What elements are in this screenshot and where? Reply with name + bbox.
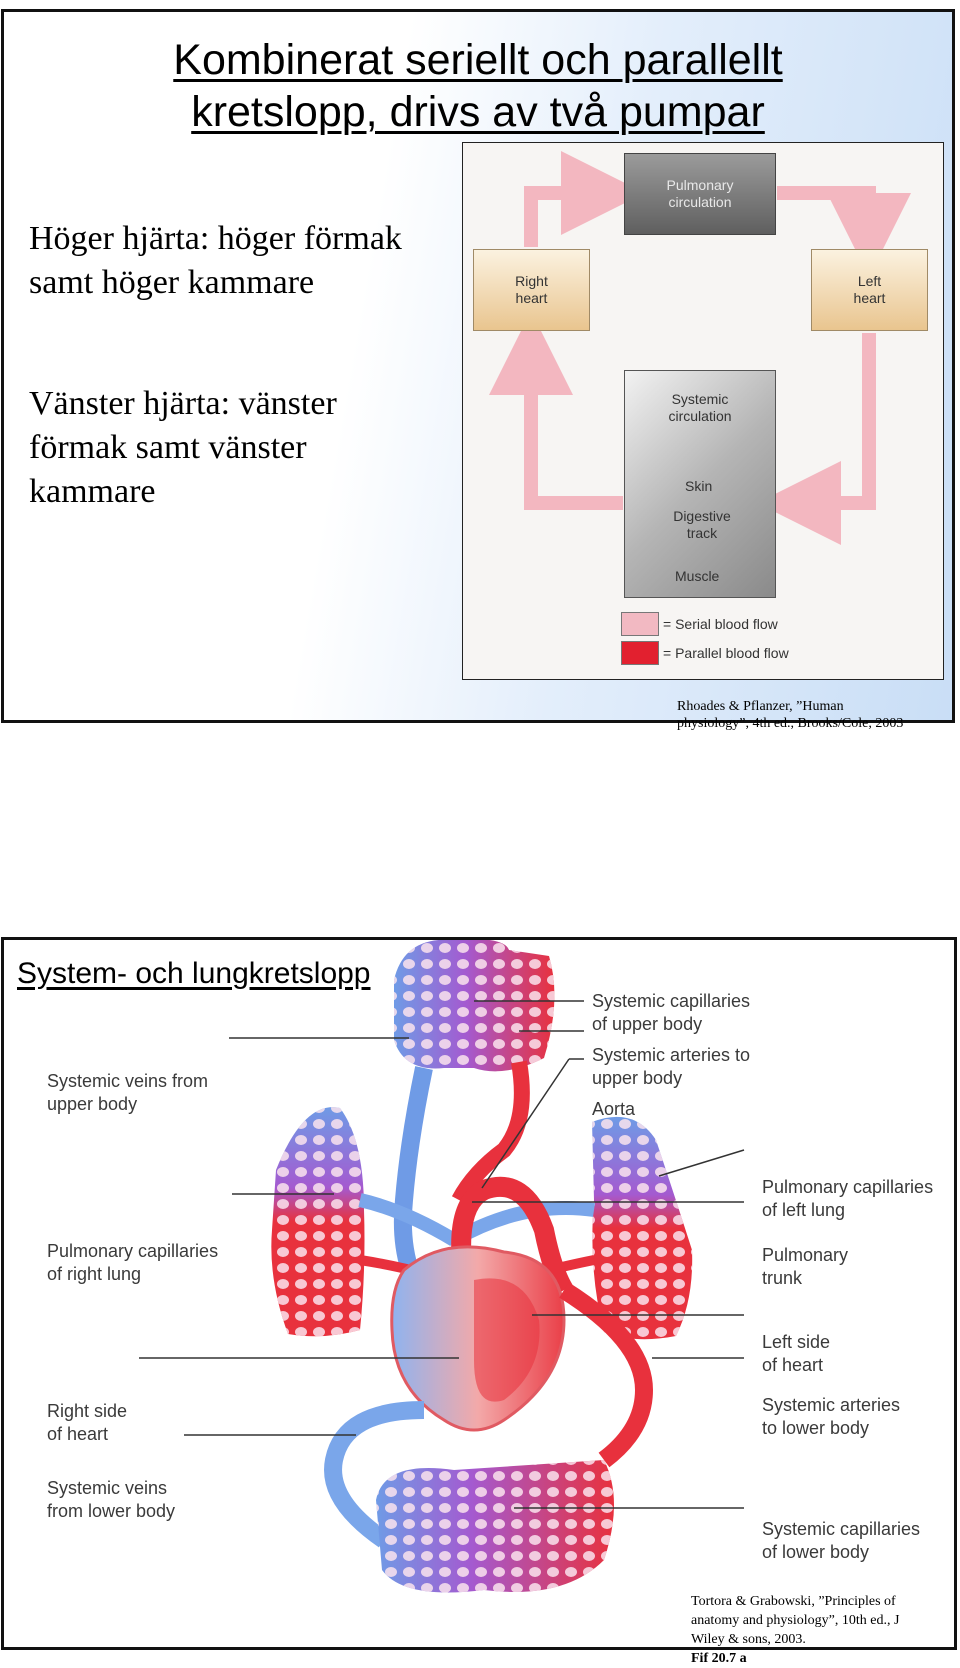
legend-serial: = Serial blood flow xyxy=(621,612,778,636)
box-label: Right xyxy=(515,273,548,289)
upper-body-capillaries xyxy=(394,940,555,1072)
credit-line: physiology”, 4th ed., Brooks/Cole, 2003 xyxy=(677,716,904,731)
credit-line: anatomy and physiology”, 10th ed., J xyxy=(691,1613,900,1628)
serial-flow-top-right xyxy=(777,186,911,277)
text-line: Höger hjärta: höger förmak xyxy=(29,220,402,257)
label-line: to lower body xyxy=(762,1418,870,1438)
label-line: Pulmonary capillaries xyxy=(47,1241,219,1261)
serial-flow-right xyxy=(757,333,876,545)
label-line: Right side xyxy=(47,1401,128,1421)
label-line: Systemic arteries xyxy=(762,1395,901,1415)
legend-swatch-parallel xyxy=(621,641,659,665)
label-systemic-veins-upper: Systemic veins from upper body xyxy=(47,1070,208,1116)
credit-text: Wiley & sons, 2003. xyxy=(691,1632,806,1647)
label-line: Pulmonary xyxy=(762,1245,849,1265)
skin-label: Skin xyxy=(685,478,713,494)
label-line: Systemic arteries to xyxy=(592,1045,751,1065)
source-credit: Rhoades & Pflanzer, ”Human physiology”, … xyxy=(677,698,903,732)
lower-arteries-vessel xyxy=(559,1282,654,1468)
label-line: Systemic veins from xyxy=(47,1071,209,1091)
box-label: Left xyxy=(857,273,882,289)
label-line: upper body xyxy=(47,1094,138,1114)
figure-reference: Fif 20.7 a xyxy=(691,1651,747,1666)
label-pulmonary-trunk: Pulmonary trunk xyxy=(762,1244,848,1290)
label-pulmonary-capillaries-right: Pulmonary capillaries of right lung xyxy=(47,1240,218,1286)
left-heart-text: Vänster hjärta: vänster förmak samt väns… xyxy=(29,382,337,514)
text-line: samt höger kammare xyxy=(29,264,315,301)
leader-line xyxy=(481,1058,570,1189)
label-line: trunk xyxy=(762,1268,803,1288)
label-line: of right lung xyxy=(47,1264,142,1284)
leader-line xyxy=(658,1149,745,1177)
legend-label: = Serial blood flow xyxy=(663,616,778,632)
legend-label: = Parallel blood flow xyxy=(663,645,789,661)
label-line: of heart xyxy=(47,1424,109,1444)
title-line-2: kretslopp, drivs av två pumpar xyxy=(191,88,765,136)
label-line: of heart xyxy=(762,1355,824,1375)
slide-systemic-pulmonary: System- och lungkretslopp Systemic capil… xyxy=(1,937,957,1666)
slide-title: System- och lungkretslopp xyxy=(17,957,371,990)
title-line-1: Kombinerat seriellt och parallellt xyxy=(173,36,783,84)
label-line: Systemic veins xyxy=(47,1478,168,1498)
label-line: of lower body xyxy=(762,1542,870,1562)
label-pulmonary-capillaries-left: Pulmonary capillaries of left lung xyxy=(762,1176,933,1222)
slide-serial-parallel: Kombinerat seriellt och parallellt krets… xyxy=(1,9,955,731)
label-line: Systemic capillaries xyxy=(592,991,751,1011)
label-systemic-capillaries-upper: Systemic capillaries of upper body xyxy=(592,990,750,1036)
credit-line: Wiley & sons, 2003. Fif 20.7 a xyxy=(691,1630,899,1668)
box-label: Pulmonary xyxy=(666,177,734,193)
label-left-side-heart: Left side of heart xyxy=(762,1331,830,1377)
digestive-label: Digestive track xyxy=(663,508,741,542)
text-line: förmak samt vänster xyxy=(29,429,307,466)
left-lung xyxy=(592,1116,693,1340)
slide-title: Kombinerat seriellt och parallellt krets… xyxy=(4,34,952,138)
label-systemic-arteries-lower: Systemic arteries to lower body xyxy=(762,1394,900,1440)
box-label: heart xyxy=(853,290,886,306)
label-line: Systemic capillaries xyxy=(762,1519,921,1539)
label-line: track xyxy=(686,525,718,541)
text-line: kammare xyxy=(29,473,156,510)
label-systemic-arteries-upper: Systemic arteries to upper body xyxy=(592,1044,750,1090)
right-heart-text: Höger hjärta: höger förmak samt höger ka… xyxy=(29,217,402,305)
legend-parallel: = Parallel blood flow xyxy=(621,641,789,665)
label-systemic-capillaries-lower: Systemic capillaries of lower body xyxy=(762,1518,920,1564)
pulmonary-artery-right-vessel xyxy=(358,1193,458,1247)
text-line: Vänster hjärta: vänster xyxy=(29,385,337,422)
credit-line: Tortora & Grabowski, ”Principles of xyxy=(691,1594,896,1609)
serial-flow-top-left xyxy=(524,151,645,247)
lower-veins-vessel xyxy=(324,1401,425,1548)
label-aorta: Aorta xyxy=(592,1099,636,1119)
leader-lines xyxy=(139,1000,745,1509)
box-label: circulation xyxy=(668,408,732,424)
heart xyxy=(390,1245,566,1432)
upper-arteries-vessel xyxy=(451,1060,530,1204)
label-line: Digestive xyxy=(673,508,731,524)
serial-flow-left xyxy=(489,311,623,510)
circulation-anatomy-diagram xyxy=(139,940,745,1593)
label-systemic-veins-lower: Systemic veins from lower body xyxy=(47,1477,175,1523)
right-lung xyxy=(271,1107,365,1337)
box-label: circulation xyxy=(668,194,732,210)
box-label: heart xyxy=(515,290,548,306)
legend-swatch-serial xyxy=(621,612,659,636)
label-line: from lower body xyxy=(47,1501,176,1521)
label-line: of left lung xyxy=(762,1200,846,1220)
lower-body-capillaries xyxy=(376,1460,614,1593)
label-line: upper body xyxy=(592,1068,683,1088)
label-right-side-heart: Right side of heart xyxy=(47,1400,127,1446)
muscle-label: Muscle xyxy=(675,568,720,584)
label-line: Left side xyxy=(762,1332,831,1352)
credit-line: Rhoades & Pflanzer, ”Human xyxy=(677,699,844,714)
box-label: Systemic xyxy=(671,391,729,407)
label-line: of upper body xyxy=(592,1014,703,1034)
source-credit: Tortora & Grabowski, ”Principles of anat… xyxy=(691,1592,899,1668)
label-line: Pulmonary capillaries xyxy=(762,1177,934,1197)
